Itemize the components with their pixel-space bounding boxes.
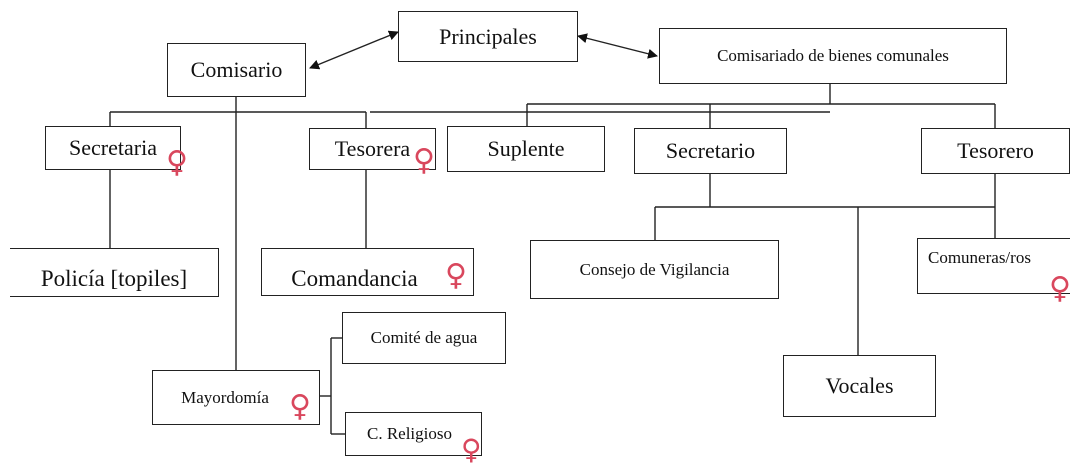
node-suplente: Suplente (447, 126, 605, 172)
node-policia: Policía [topiles] (10, 248, 219, 297)
node-label: Comisario (190, 57, 283, 82)
node-label: Suplente (487, 136, 565, 161)
node-comuneros: Comuneras/ros (917, 238, 1070, 294)
node-label: Vocales (825, 373, 894, 398)
node-consejo: Consejo de Vigilancia (530, 240, 779, 299)
node-comisario: Comisario (167, 43, 306, 97)
node-label: Comisariado de bienes comunales (717, 46, 949, 65)
node-comisariado: Comisariado de bienes comunales (659, 28, 1007, 84)
arrow-principales-comisario (309, 30, 399, 70)
node-tesorera: Tesorera (309, 128, 436, 170)
node-label: Comité de agua (370, 328, 478, 347)
node-label: Comandancia (291, 266, 418, 291)
female-icon: ♀ (1049, 271, 1070, 306)
node-label: Tesorero (957, 138, 1034, 163)
node-label: Principales (439, 23, 537, 49)
node-secretario: Secretario (634, 128, 787, 174)
node-label: Secretaria (69, 135, 157, 160)
node-label: Policía [topiles] (40, 265, 188, 291)
node-vocales: Vocales (783, 355, 936, 417)
node-religioso: C. Religioso (345, 412, 482, 456)
node-tesorero: Tesorero (921, 128, 1070, 174)
node-label: Tesorera (334, 136, 411, 161)
node-principales: Principales (398, 11, 578, 62)
node-label: Secretario (665, 138, 756, 163)
arrow-principales-comisariado (577, 33, 658, 59)
female-icon: ♀ (413, 143, 435, 178)
female-icon: ♀ (289, 389, 311, 424)
female-icon: ♀ (166, 145, 188, 180)
node-label: C. Religioso (366, 424, 452, 443)
node-label: Consejo de Vigilancia (579, 259, 730, 279)
female-icon: ♀ (445, 258, 467, 293)
female-icon: ♀ (461, 433, 482, 466)
node-comandancia: Comandancia (261, 248, 474, 296)
node-secretaria: Secretaria (45, 126, 181, 170)
node-mayordomia: Mayordomía (152, 370, 320, 425)
node-comite-agua: Comité de agua (342, 312, 506, 364)
node-label: Comuneras/ros (928, 248, 1031, 267)
node-label: Mayordomía (181, 387, 269, 407)
